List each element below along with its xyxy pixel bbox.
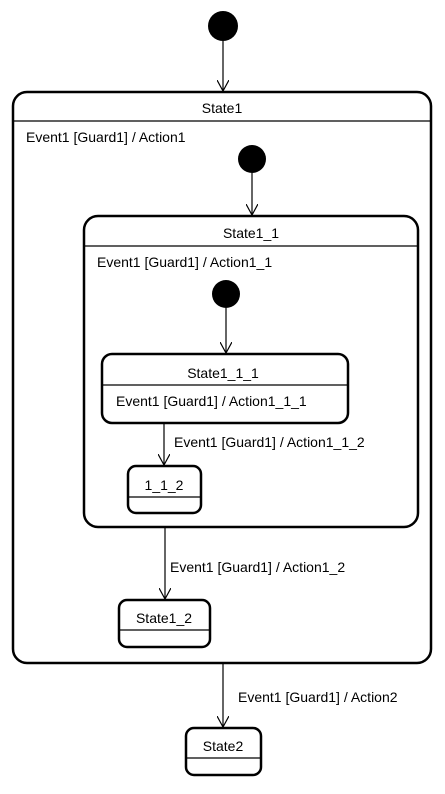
state1-1-1-internal-transition: Event1 [Guard1] / Action1_1_1 — [116, 393, 307, 409]
initial-node-top — [208, 11, 238, 41]
state1-1-name: State1_1 — [223, 225, 279, 241]
state1-internal-transition: Event1 [Guard1] / Action1 — [26, 129, 186, 145]
state2-name: State2 — [203, 738, 244, 754]
state1-name: State1 — [202, 100, 243, 116]
initial-node-state1-1 — [212, 280, 240, 308]
transition-to-state2-label: Event1 [Guard1] / Action2 — [238, 689, 398, 705]
state2: State2 — [184, 726, 263, 777]
state1-2: State1_2 — [117, 598, 212, 649]
state1-1-internal-transition: Event1 [Guard1] / Action1_1 — [97, 254, 272, 270]
state1-2-name: State1_2 — [136, 610, 192, 626]
transition-to-1-1-2-label: Event1 [Guard1] / Action1_1_2 — [174, 434, 365, 450]
state-1-1-2-name: 1_1_2 — [145, 477, 184, 493]
state1-1-1-name: State1_1_1 — [187, 365, 259, 381]
state1-1-1: State1_1_1 Event1 [Guard1] / Action1_1_1 — [100, 352, 350, 425]
initial-node-state1 — [238, 145, 266, 173]
state-1-1-2: 1_1_2 — [126, 464, 203, 515]
transition-to-state1-2-label: Event1 [Guard1] / Action1_2 — [170, 559, 345, 575]
